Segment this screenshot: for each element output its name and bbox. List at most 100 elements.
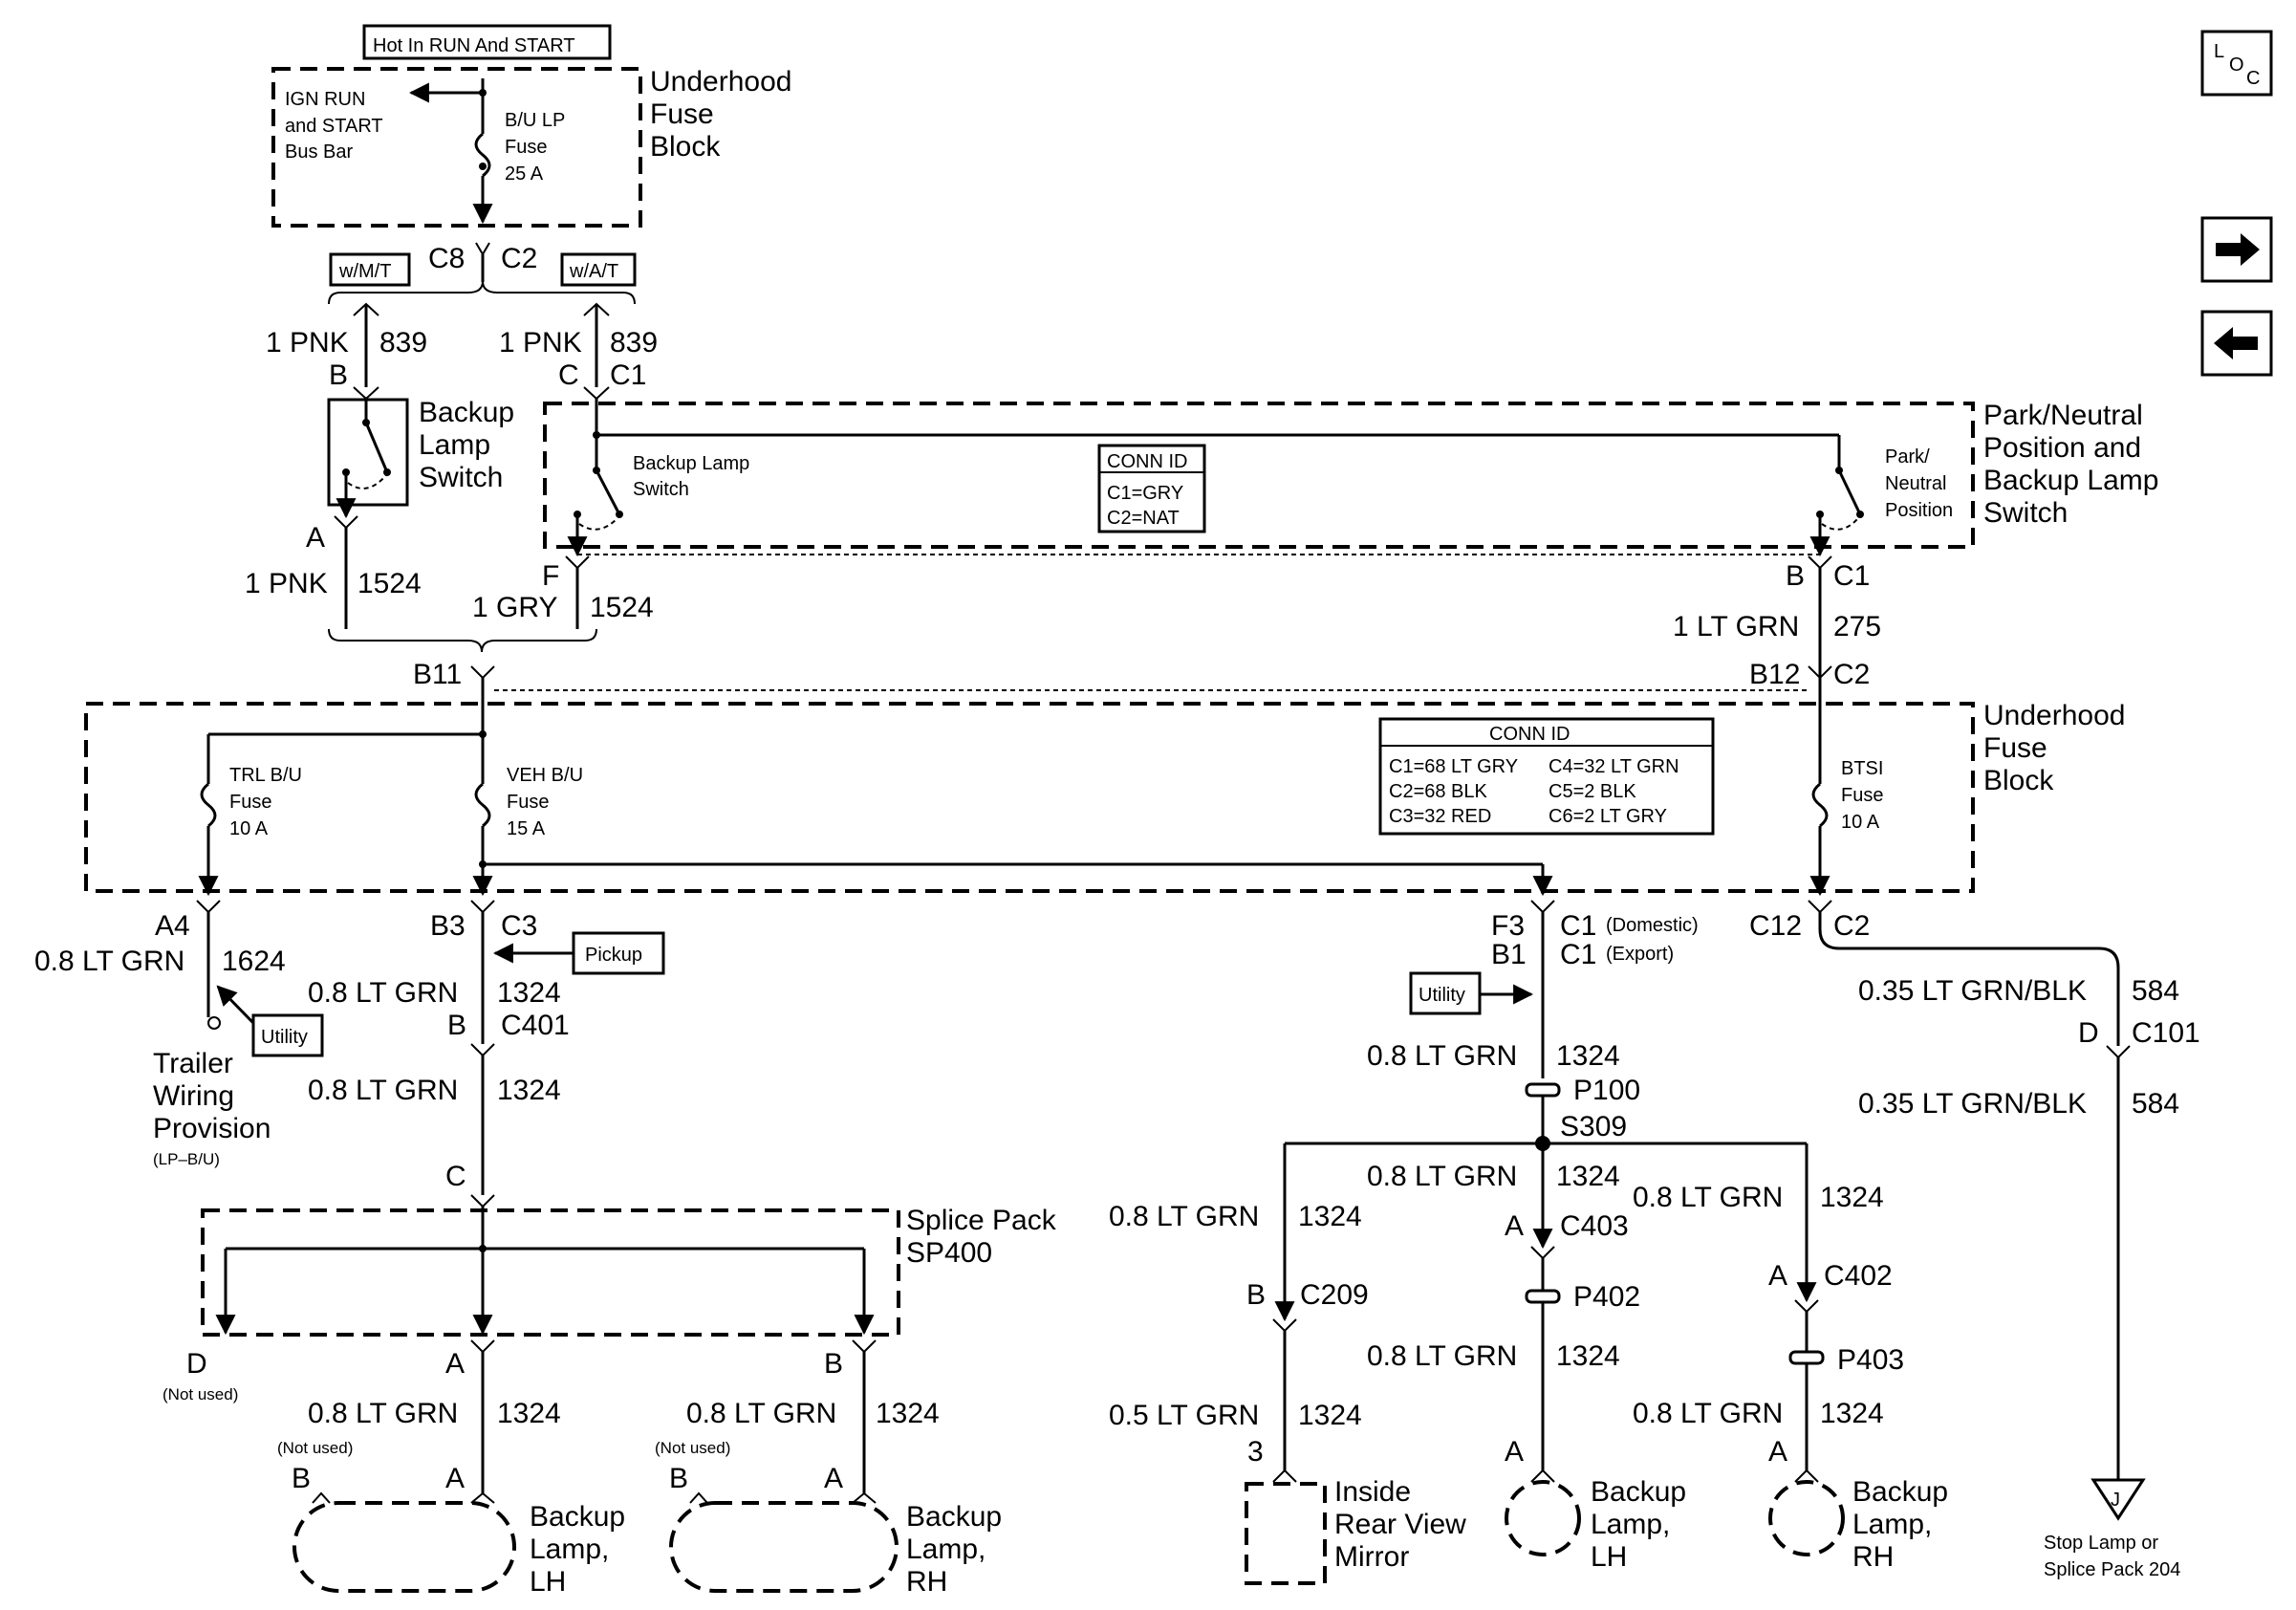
svg-text:C2=68 BLK: C2=68 BLK [1389,781,1488,802]
pin-b1: B1 [1491,939,1527,970]
wire-1324-circuit-b: 1324 [497,1075,561,1106]
lamp-lh-pin-b: B [292,1463,311,1494]
svg-text:Position and: Position and [1983,432,2141,464]
pin-c-sp400: C [445,1161,466,1192]
wire-1324-circuit-c: 1324 [497,1398,561,1429]
pin-b-pn: B [1786,560,1805,592]
connector-c403: C403 [1560,1210,1629,1242]
left-arrow-icon [2214,327,2258,359]
wire-1624-circuit: 1624 [222,946,286,977]
svg-text:Fuse: Fuse [229,792,271,813]
svg-text:Backup: Backup [1852,1476,1948,1508]
svg-text:w/A/T: w/A/T [569,261,618,282]
svg-text:Pickup: Pickup [585,945,642,966]
mt-switch-label: Backup Lamp Switch [419,397,514,493]
connector-b12: B12 [1749,659,1800,690]
lamp-rh-pin-a: A [824,1463,843,1494]
svg-text:Hot In RUN And START: Hot In RUN And START [373,35,575,56]
trailer-wiring-provision: Trailer Wiring Provision (LP–B/U) [153,1048,271,1168]
splice-pack-sp400 [201,1208,900,1337]
svg-text:J: J [2111,1490,2120,1511]
svg-text:Stop Lamp or: Stop Lamp or [2044,1533,2158,1554]
park-neutral-switch-title: Park/Neutral Position and Backup Lamp Sw… [1983,400,2158,529]
previous-page-button[interactable] [2200,310,2273,377]
btsi-fuse-symbol [1811,782,1829,828]
loc-letter-l: L [2214,41,2224,62]
svg-text:Park/: Park/ [1885,446,1930,468]
svg-text:LH: LH [530,1566,566,1598]
bu-lp-fuse-label: B/U LP Fuse 25 A [505,110,565,185]
wire-584-circuit-2: 584 [2132,1088,2179,1120]
pin-b-sp400: B [824,1348,843,1380]
option-brace [328,280,636,305]
svg-text:Switch: Switch [633,479,689,500]
svg-text:CONN ID: CONN ID [1107,451,1187,472]
trailer-utility-label: Utility [216,985,324,1057]
p402-connector [1525,1289,1561,1304]
svg-text:Neutral: Neutral [1885,473,1946,494]
wire-1624-color: 0.8 LT GRN [34,946,184,977]
svg-text:TRL B/U: TRL B/U [229,765,302,786]
wire-839-color-right: 1 PNK [499,327,582,359]
loc-letter-o: O [2229,54,2244,76]
pin-c12: C12 [1749,910,1802,942]
wire-1324-circuit-mid: 1324 [1556,1161,1620,1192]
connector-c2: C2 [501,243,537,274]
pn-inner-left-label: Backup Lamp Switch [633,453,749,500]
connector-c402: C402 [1824,1260,1893,1292]
pin-a-sp400: A [445,1348,465,1380]
wire-1324-color-right-branch2: 0.8 LT GRN [1633,1398,1783,1429]
connector-c2-btsi: C2 [1833,910,1870,942]
svg-text:C3=32 RED: C3=32 RED [1389,806,1491,827]
connector-c209: C209 [1300,1279,1369,1311]
backup-lamp-lh-label-right: Backup Lamp, LH [1591,1476,1686,1573]
svg-text:Position: Position [1885,500,1953,521]
backup-lamp-rh-left [669,1501,899,1593]
wire-1324-color-left-branch: 0.8 LT GRN [1109,1201,1259,1232]
lamp-lh-pin-a: A [445,1463,465,1494]
svg-text:and START: and START [285,116,383,137]
wire-839-circuit-left: 839 [379,327,427,359]
loc-button[interactable]: L O C [2200,30,2273,97]
svg-text:w/M/T: w/M/T [338,261,391,282]
pin-d-sp400: D [186,1348,207,1380]
svg-text:Lamp,: Lamp, [530,1534,609,1565]
wire-1324-circuit-a: 1324 [497,977,561,1009]
svg-text:Fuse: Fuse [650,98,714,130]
backup-lamp-lh-left [292,1501,516,1593]
domestic-label: (Domestic) [1606,915,1699,936]
wire-1324-color-mirror: 0.5 LT GRN [1109,1400,1259,1431]
svg-text:Splice Pack: Splice Pack [906,1205,1057,1236]
svg-text:Backup: Backup [906,1501,1002,1533]
svg-text:Trailer: Trailer [153,1048,233,1079]
svg-text:Switch: Switch [419,462,503,493]
p403-connector [1788,1350,1825,1365]
connector-b11: B11 [413,659,462,690]
export-label: (Export) [1606,944,1674,965]
connector-c1-at: C1 [610,359,646,391]
wire-1524-color-mt: 1 PNK [245,568,328,599]
pn-conn-id-box: CONN ID C1=GRY C2=NAT [1097,444,1206,533]
wmt-option-label: w/M/T [329,252,411,287]
pin-a-c402: A [1768,1260,1787,1292]
wire-1324-circuit-right: 1324 [1556,1040,1620,1072]
svg-text:Provision: Provision [153,1113,271,1144]
svg-text:C4=32 LT GRN: C4=32 LT GRN [1549,756,1679,777]
trl-bu-fuse-symbol [200,782,217,828]
lamp-lh-not-used: (Not used) [277,1439,353,1457]
pin-d-not-used: (Not used) [162,1385,238,1403]
wire-1324-circuit-right-branch2: 1324 [1820,1398,1884,1429]
pin-a-c403: A [1505,1210,1524,1242]
svg-text:Block: Block [650,131,721,163]
svg-text:Park/Neutral: Park/Neutral [1983,400,2143,431]
pin-c-at: C [558,359,579,391]
svg-text:Bus Bar: Bus Bar [285,141,353,163]
svg-text:LH: LH [1591,1541,1627,1573]
next-page-button[interactable] [2200,216,2273,283]
wire-1324-color-mid: 0.8 LT GRN [1367,1161,1517,1192]
wire-275-color: 1 LT GRN [1673,611,1799,642]
inside-rear-view-mirror-label: Inside Rear View Mirror [1334,1476,1466,1573]
wire-584-color-2: 0.35 LT GRN/BLK [1858,1088,2087,1120]
veh-bu-fuse-symbol [474,782,491,828]
